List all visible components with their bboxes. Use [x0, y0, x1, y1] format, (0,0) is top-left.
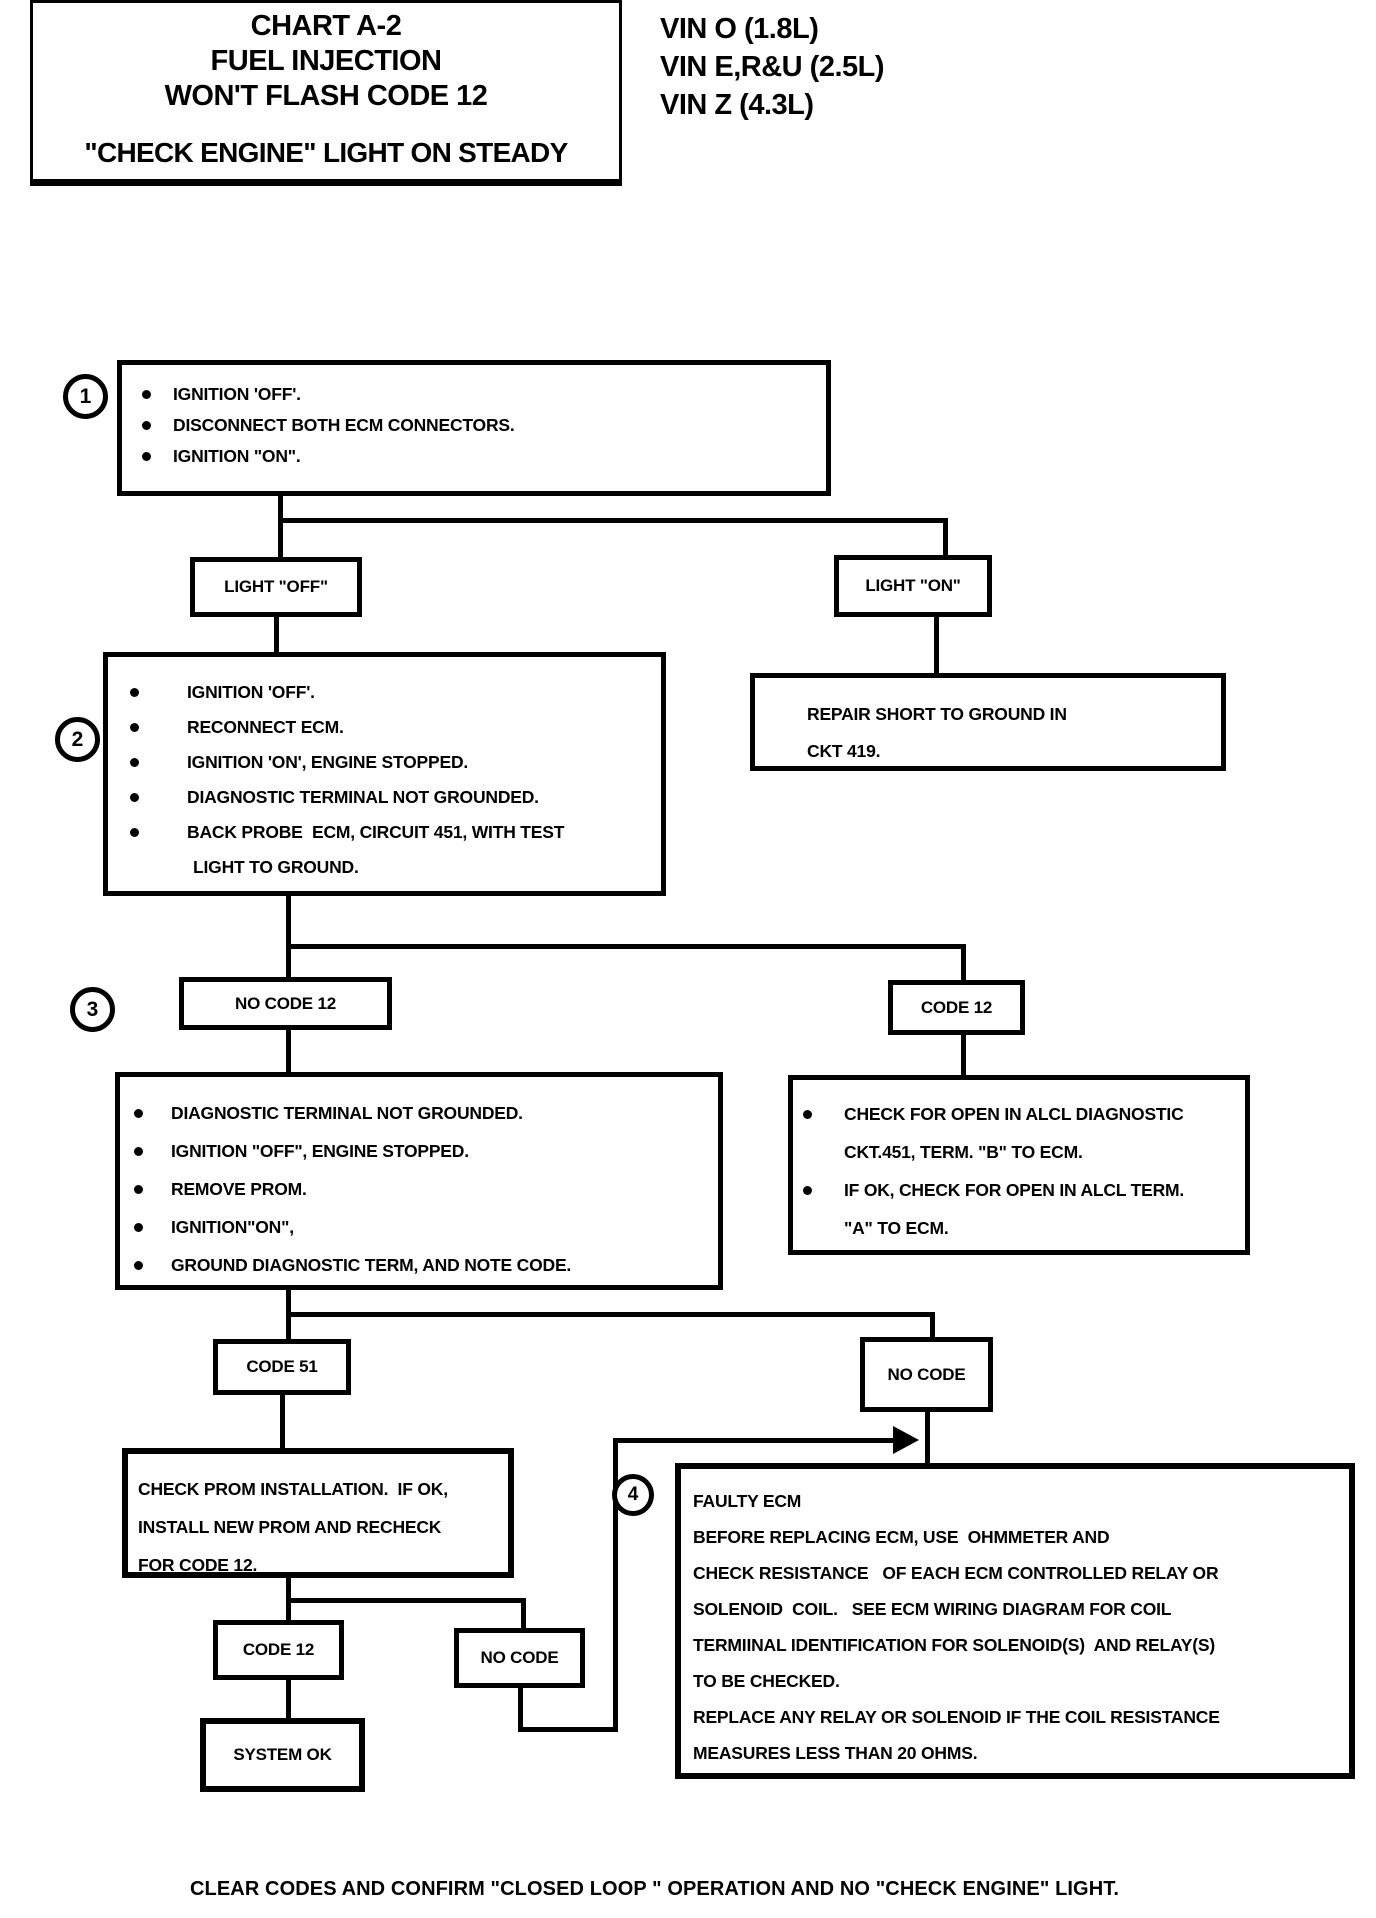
connector-line: [925, 1410, 930, 1465]
arrowhead-right-icon: [893, 1426, 919, 1454]
connector-line: [286, 944, 966, 949]
chart-subtitle: "CHECK ENGINE" LIGHT ON STEADY: [84, 137, 568, 168]
connector-line: [930, 1312, 935, 1339]
step2-line: IGNITION 'OFF'.: [130, 675, 661, 710]
check-prom-box: CHECK PROM INSTALLATION. IF OK, INSTALL …: [122, 1448, 514, 1578]
step1-line: IGNITION 'OFF'.: [142, 379, 826, 410]
no-code-upper-node: NO CODE: [860, 1337, 993, 1412]
chart-title: CHART A-2 FUEL INJECTION WON'T FLASH COD…: [33, 3, 619, 114]
code-12-upper-node: CODE 12: [888, 980, 1025, 1035]
connector-line: [286, 1598, 526, 1603]
connector-line: [521, 1598, 526, 1630]
step2-line: IGNITION 'ON', ENGINE STOPPED.: [130, 745, 661, 780]
faulty-ecm-line: REPLACE ANY RELAY OR SOLENOID IF THE COI…: [693, 1706, 1220, 1727]
faulty-ecm-box: FAULTY ECM BEFORE REPLACING ECM, USE OHM…: [675, 1463, 1355, 1779]
step-3-badge: 3: [70, 987, 115, 1032]
step-1-badge: 1: [63, 374, 108, 419]
code-12-lower-node: CODE 12: [213, 1620, 344, 1680]
step2-line: RECONNECT ECM.: [130, 710, 661, 745]
bullet-icon: [130, 723, 139, 732]
connector-line: [961, 1033, 966, 1077]
connector-line: [278, 496, 283, 559]
faulty-ecm-line: BEFORE REPLACING ECM, USE OHMMETER AND: [693, 1526, 1110, 1547]
step3-line: REMOVE PROM.: [134, 1170, 718, 1208]
bullet-icon: [142, 390, 151, 399]
connector-line: [520, 1727, 618, 1732]
connector-line: [518, 1686, 523, 1732]
connector-line: [274, 615, 279, 654]
check-prom-line: INSTALL NEW PROM AND RECHECK: [138, 1516, 442, 1537]
bullet-icon: [130, 758, 139, 767]
bullet-icon: [803, 1185, 812, 1195]
alcl-line: "A" TO ECM.: [844, 1217, 949, 1238]
bullet-icon: [142, 421, 151, 430]
bullet-icon: [142, 452, 151, 461]
faulty-ecm-line: FAULTY ECM: [693, 1490, 802, 1511]
bullet-icon: [130, 688, 139, 697]
faulty-ecm-line: TO BE CHECKED.: [693, 1670, 840, 1691]
faulty-ecm-line: CHECK RESISTANCE OF EACH ECM CONTROLLED …: [693, 1562, 1219, 1583]
connector-line: [615, 1438, 900, 1443]
step1-line: IGNITION "ON".: [142, 441, 826, 472]
vin-line-2: VIN E,R&U (2.5L): [660, 51, 885, 83]
faulty-ecm-line: SOLENOID COIL. SEE ECM WIRING DIAGRAM FO…: [693, 1598, 1172, 1619]
step2-line: LIGHT TO GROUND.: [193, 857, 359, 877]
light-on-node: LIGHT "ON": [834, 555, 992, 617]
chart-title-line3: WON'T FLASH CODE 12: [164, 80, 488, 112]
bullet-icon: [130, 828, 139, 837]
step-4-badge: 4: [612, 1474, 654, 1516]
check-prom-line: FOR CODE 12.: [138, 1554, 258, 1575]
bullet-icon: [134, 1260, 143, 1270]
step2-line: BACK PROBE ECM, CIRCUIT 451, WITH TEST: [130, 815, 661, 850]
connector-line: [961, 944, 966, 982]
chart-title-box: CHART A-2 FUEL INJECTION WON'T FLASH COD…: [30, 0, 622, 186]
repair-line: CKT 419.: [807, 741, 881, 761]
faulty-ecm-line: MEASURES LESS THAN 20 OHMS.: [693, 1742, 978, 1763]
step-2-badge: 2: [55, 717, 100, 762]
connector-line: [934, 615, 939, 675]
faulty-ecm-line: TERMIINAL IDENTIFICATION FOR SOLENOID(S)…: [693, 1634, 1215, 1655]
step2-box: IGNITION 'OFF'. RECONNECT ECM. IGNITION …: [103, 652, 666, 896]
connector-line: [286, 1312, 935, 1317]
connector-line: [280, 1393, 285, 1450]
alcl-line: CHECK FOR OPEN IN ALCL DIAGNOSTIC: [803, 1095, 1245, 1133]
check-prom-line: CHECK PROM INSTALLATION. IF OK,: [138, 1478, 448, 1499]
bullet-icon: [130, 793, 139, 802]
light-off-node: LIGHT "OFF": [190, 557, 362, 617]
bullet-icon: [803, 1109, 812, 1119]
step3-line: IGNITION"ON",: [134, 1208, 718, 1246]
footer-caption: CLEAR CODES AND CONFIRM "CLOSED LOOP " O…: [190, 1878, 1119, 1900]
no-code-12-node: NO CODE 12: [179, 977, 392, 1030]
step3-box: DIAGNOSTIC TERMINAL NOT GROUNDED. IGNITI…: [115, 1072, 723, 1290]
bullet-icon: [134, 1222, 143, 1232]
chart-title-line2: FUEL INJECTION: [210, 45, 442, 77]
step1-box: IGNITION 'OFF'. DISCONNECT BOTH ECM CONN…: [117, 360, 831, 496]
vin-line-1: VIN O (1.8L): [660, 13, 819, 45]
connector-line: [613, 1438, 618, 1732]
vin-list: VIN O (1.8L) VIN E,R&U (2.5L) VIN Z (4.3…: [660, 10, 885, 124]
bullet-icon: [134, 1146, 143, 1156]
alcl-check-box: CHECK FOR OPEN IN ALCL DIAGNOSTIC CKT.45…: [788, 1075, 1250, 1255]
step3-line: IGNITION "OFF", ENGINE STOPPED.: [134, 1132, 718, 1170]
connector-line: [286, 1678, 291, 1720]
step1-line: DISCONNECT BOTH ECM CONNECTORS.: [142, 410, 826, 441]
connector-line: [943, 518, 948, 559]
connector-line: [286, 1028, 291, 1074]
bullet-icon: [134, 1108, 143, 1118]
system-ok-node: SYSTEM OK: [200, 1718, 365, 1792]
bullet-icon: [134, 1184, 143, 1194]
no-code-lower-node: NO CODE: [454, 1628, 585, 1688]
repair-short-box: REPAIR SHORT TO GROUND IN CKT 419.: [750, 673, 1226, 771]
connector-line: [278, 518, 948, 523]
step2-line: DIAGNOSTIC TERMINAL NOT GROUNDED.: [130, 780, 661, 815]
step3-line: GROUND DIAGNOSTIC TERM, AND NOTE CODE.: [134, 1246, 718, 1284]
chart-title-line1: CHART A-2: [250, 10, 402, 42]
code-51-node: CODE 51: [213, 1339, 351, 1395]
connector-line: [286, 896, 291, 979]
vin-line-3: VIN Z (4.3L): [660, 89, 814, 121]
alcl-line: CKT.451, TERM. "B" TO ECM.: [844, 1141, 1083, 1162]
repair-line: REPAIR SHORT TO GROUND IN: [807, 704, 1067, 724]
step3-line: DIAGNOSTIC TERMINAL NOT GROUNDED.: [134, 1094, 718, 1132]
alcl-line: IF OK, CHECK FOR OPEN IN ALCL TERM.: [803, 1171, 1245, 1209]
